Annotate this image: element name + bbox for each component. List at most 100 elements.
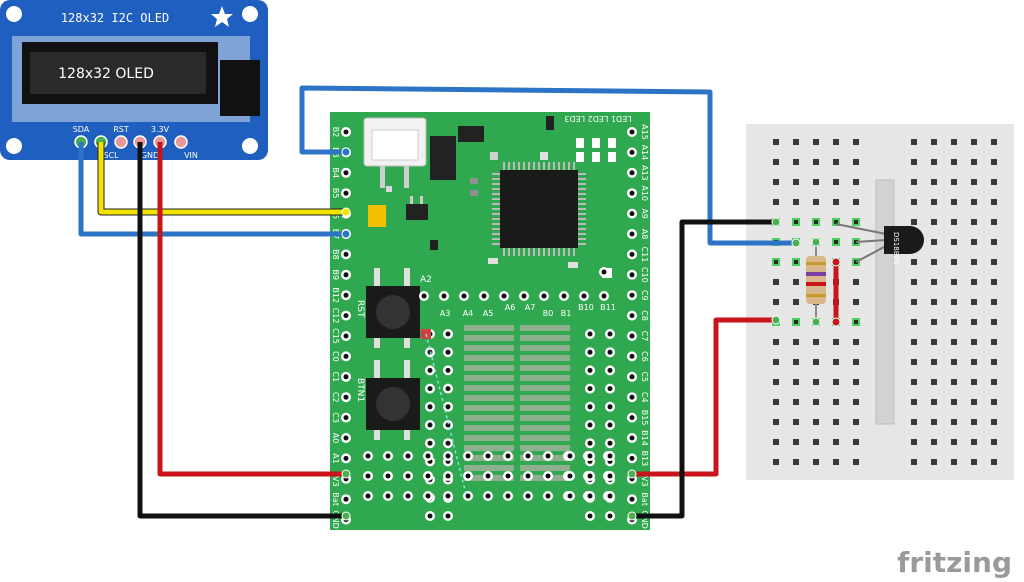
breadboard-hole — [793, 399, 799, 405]
breadboard-hole — [951, 219, 957, 225]
breadboard-hole — [951, 259, 957, 265]
breadboard-hole — [991, 239, 997, 245]
header-hole-left-center — [343, 353, 349, 359]
breadboard-hole — [833, 399, 839, 405]
proto-hole-center — [445, 367, 451, 373]
oled-pin-label: GND — [141, 151, 159, 160]
chip-pin — [578, 243, 586, 245]
breadboard-hole — [911, 379, 917, 385]
left-pin-label: C0 — [331, 351, 340, 362]
transistor — [406, 204, 428, 220]
wire-blue-sda[interactable] — [78, 142, 346, 237]
breadboard-hole — [911, 159, 917, 165]
wire-endpoint — [627, 469, 637, 479]
mount-hole — [6, 138, 22, 154]
wire-black-gnd-bb[interactable] — [632, 219, 776, 519]
smd-part — [490, 152, 498, 160]
proto-strip — [520, 355, 570, 361]
wire-black-gnd-oled[interactable] — [137, 142, 346, 519]
proto-hole-center — [427, 367, 433, 373]
proto-hole-center — [587, 349, 593, 355]
header-hole-right-center — [629, 251, 635, 257]
proto-strip — [520, 335, 570, 341]
breadboard-hole — [951, 279, 957, 285]
chip-pin — [523, 248, 525, 256]
breadboard-hole — [853, 199, 859, 205]
connector-lead — [404, 166, 409, 188]
right-pin-label: B14 — [640, 430, 649, 446]
breadboard-hole — [911, 179, 917, 185]
breadboard-hole — [971, 319, 977, 325]
fritzing-logo: fritzing — [897, 546, 1012, 579]
chip-pin — [578, 198, 586, 200]
breadboard-hole — [833, 379, 839, 385]
chip-pin — [578, 238, 586, 240]
breadboard-hole — [971, 339, 977, 345]
breadboard-hole — [991, 299, 997, 305]
breadboard-hole — [911, 359, 917, 365]
header-hole-left-center — [343, 313, 349, 319]
proto-hole-center — [581, 293, 587, 299]
right-pin-label: C11 — [640, 247, 649, 263]
wire-endpoint — [341, 147, 351, 157]
chip-pin — [492, 173, 500, 175]
right-pin-label: GND — [640, 510, 649, 528]
breadboard-hole-center — [774, 260, 778, 264]
header-hole-left-center — [343, 455, 349, 461]
chip-pin — [518, 248, 520, 256]
chip-pin — [533, 162, 535, 170]
breadboard-hole — [853, 139, 859, 145]
chip-pin — [578, 233, 586, 235]
breadboard-hole — [853, 179, 859, 185]
breadboard-hole — [911, 299, 917, 305]
proto-hole-center — [445, 493, 451, 499]
proto-hole-center — [461, 293, 467, 299]
chip-pin — [518, 162, 520, 170]
breadboard-hole — [793, 419, 799, 425]
breadboard-hole — [773, 139, 779, 145]
proto-hole-center — [525, 493, 531, 499]
wire-red-3v3-oled[interactable] — [157, 142, 346, 477]
proto-row-label: B1 — [561, 309, 572, 318]
reset-button[interactable] — [366, 268, 420, 348]
header-hole-left-center — [343, 496, 349, 502]
smd-part — [488, 258, 498, 264]
oled-header-label: 128x32 I2C OLED — [61, 11, 169, 25]
wire-red-3v3-bb[interactable] — [632, 317, 776, 477]
connector-lead — [380, 166, 385, 188]
proto-hole-center — [587, 386, 593, 392]
breadboard-hole — [931, 339, 937, 345]
oled-pin-label: SCL — [103, 151, 119, 160]
reset-button-cap — [376, 295, 410, 329]
user-button[interactable] — [366, 360, 420, 440]
right-pin-label: C10 — [640, 267, 649, 283]
chip-pin — [492, 213, 500, 215]
chip-pin — [492, 183, 500, 185]
breadboard-hole — [793, 179, 799, 185]
breadboard-hole — [991, 259, 997, 265]
wire-yellow-scl[interactable] — [98, 142, 346, 215]
breadboard-hole — [833, 439, 839, 445]
wire-blue-data[interactable] — [299, 85, 796, 246]
wire-endpoint — [791, 238, 801, 248]
proto-strip — [520, 465, 570, 471]
breadboard-hole — [813, 179, 819, 185]
breadboard-hole — [813, 159, 819, 165]
wire-endpoint — [341, 229, 351, 239]
proto-hole-center — [607, 513, 613, 519]
proto-row-label: A6 — [505, 303, 516, 312]
header-hole-left-center — [343, 170, 349, 176]
header-hole-right-center — [629, 394, 635, 400]
breadboard-hole — [991, 219, 997, 225]
header-hole-right-center — [629, 292, 635, 298]
proto-hole-center — [445, 331, 451, 337]
chip-pin — [578, 193, 586, 195]
chip-pin — [578, 208, 586, 210]
proto-hole-center — [607, 453, 613, 459]
breadboard-hole — [853, 279, 859, 285]
breadboard-hole — [991, 159, 997, 165]
left-pin-label: B12 — [331, 287, 340, 303]
left-pin-label: A0 — [331, 433, 340, 444]
proto-hole-center — [607, 386, 613, 392]
